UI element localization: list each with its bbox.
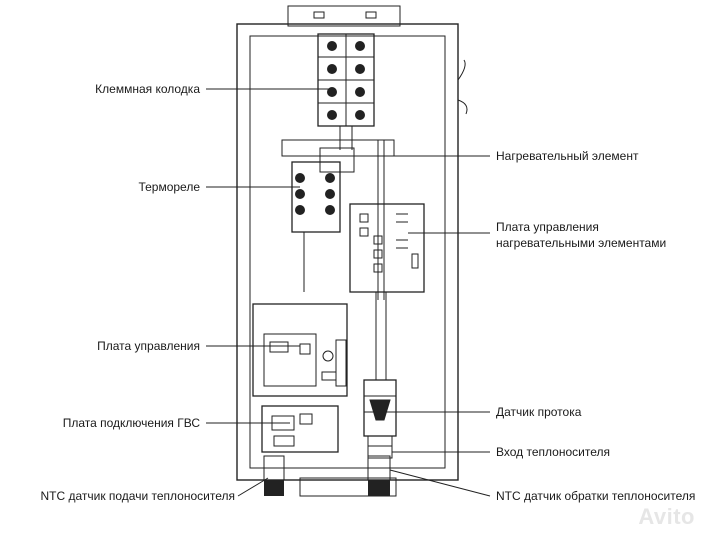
bottom-outlets [264, 480, 390, 496]
bracket-slot [313, 11, 325, 19]
leader-lines [206, 88, 491, 497]
cabinet-inner [249, 35, 446, 469]
label-terminal-block: Клеммная колодка [95, 82, 200, 96]
bracket-slot [365, 11, 377, 19]
ntc-supply-sensor [263, 455, 285, 481]
control-board [252, 303, 348, 397]
label-heating-control-line2: нагревательными элементами [496, 236, 667, 250]
label-thermal-relay: Термореле [138, 180, 200, 194]
label-ntc-return: NTC датчик обратки теплоносителя [496, 489, 696, 503]
heating-control-board [349, 203, 425, 293]
top-bracket [287, 5, 401, 27]
label-heating-control-line1: Плата управления [496, 220, 599, 234]
label-flow-sensor: Датчик протока [496, 405, 582, 419]
heating-element [281, 139, 395, 300]
bottom-bracket [299, 477, 397, 497]
avito-watermark: Avito [638, 504, 695, 529]
thermal-relay [291, 161, 341, 292]
flow-sensor [363, 379, 397, 437]
dhw-board [261, 405, 339, 453]
label-dhw-board: Плата подключения ГВС [62, 416, 200, 430]
terminal-screws [327, 41, 365, 120]
coolant-inlet [367, 435, 393, 459]
side-hook [457, 59, 468, 115]
label-ntc-supply: NTC датчик подачи теплоносителя [40, 489, 235, 503]
label-control-board: Плата управления [97, 339, 200, 353]
label-heating-element: Нагревательный элемент [496, 149, 639, 163]
cabinet-frame [236, 23, 459, 481]
ntc-return-sensor [367, 455, 391, 481]
label-coolant-inlet: Вход теплоносителя [496, 445, 610, 459]
relay-contacts [295, 173, 335, 215]
terminal-block [317, 33, 375, 127]
